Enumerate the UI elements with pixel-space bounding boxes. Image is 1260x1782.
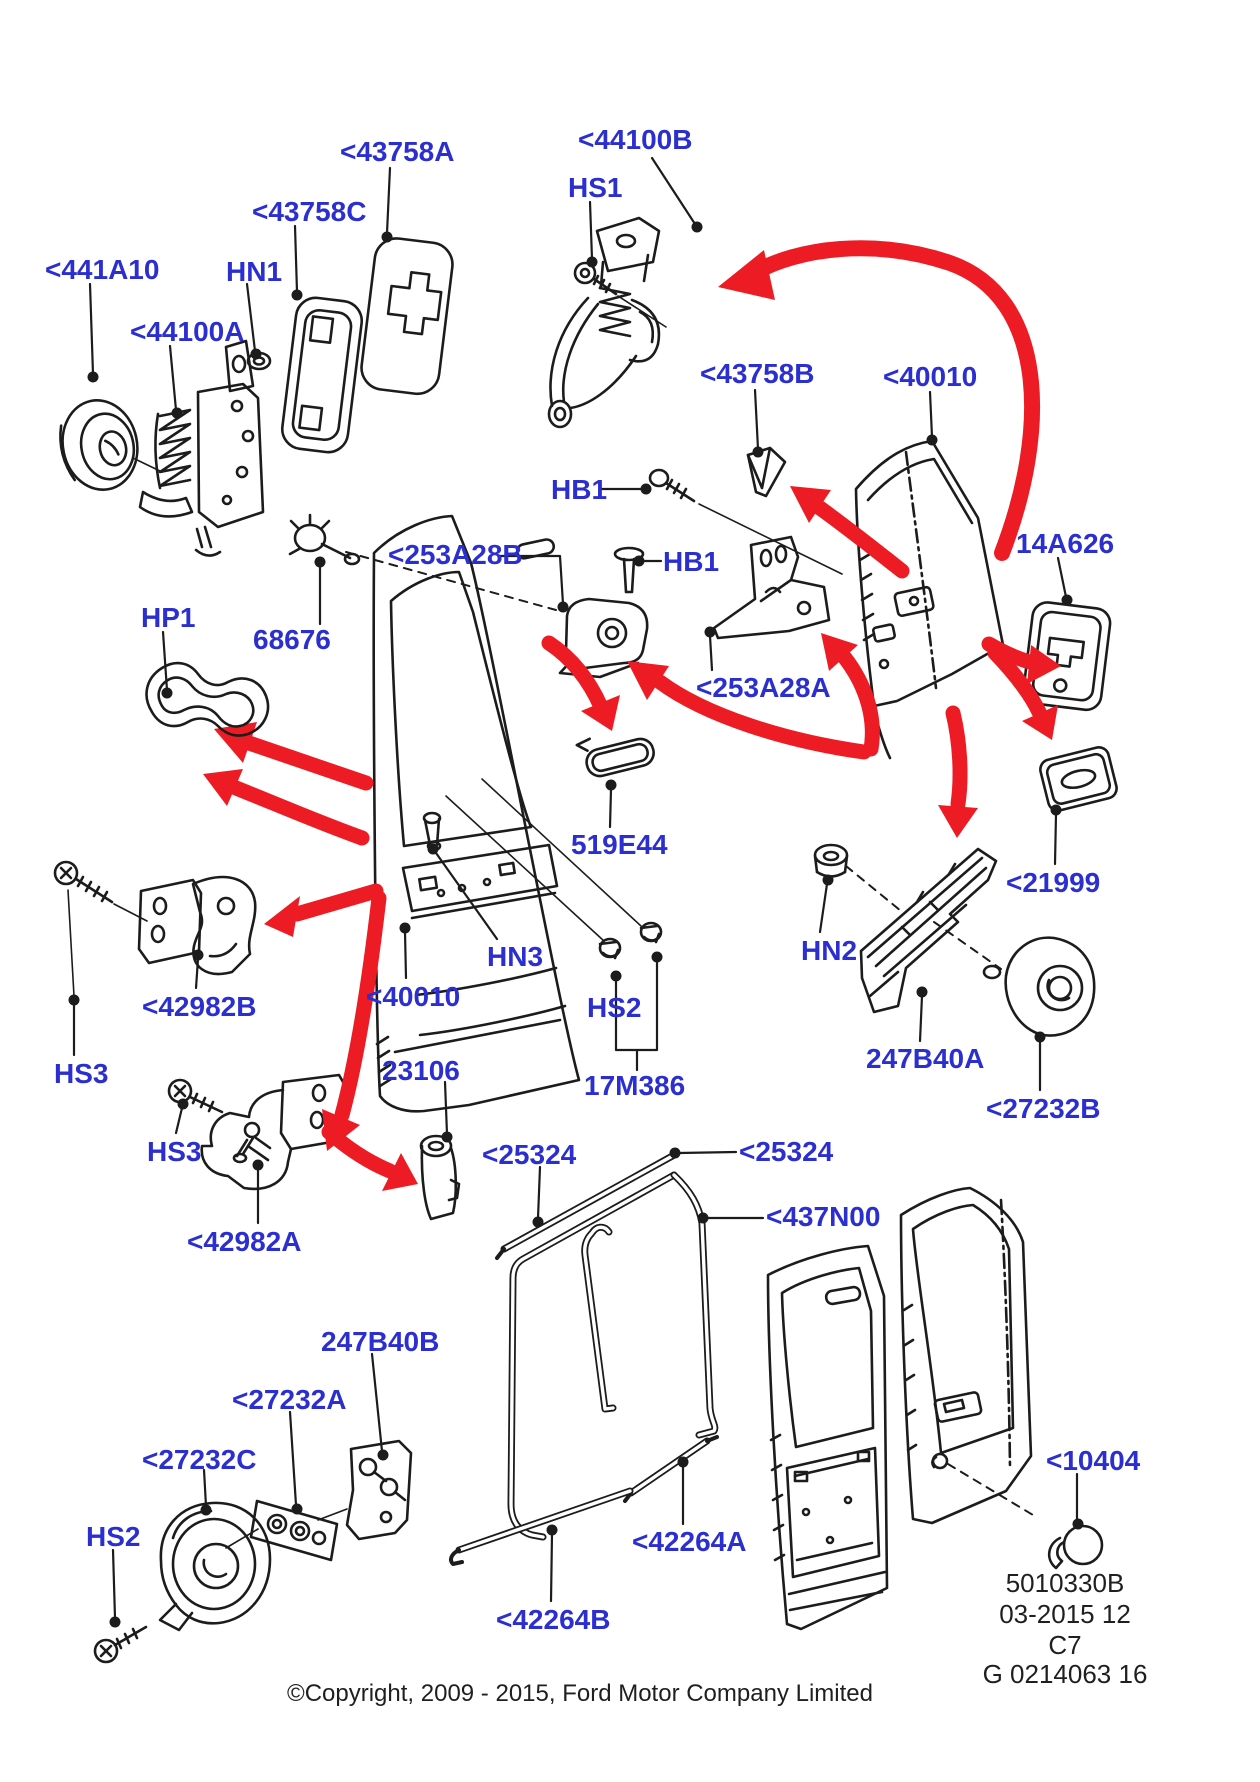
part-40010-right-door (854, 439, 1005, 760)
part-253a28a-bracket (712, 535, 831, 640)
part-hp1-seal (145, 661, 270, 737)
part-40010-centre-door (372, 514, 581, 1113)
date-code: 03-2015 12 (999, 1599, 1131, 1629)
part-label-44100b: <44100B (578, 124, 693, 155)
part-hb1-bolt (648, 468, 696, 503)
part-label-247b40b: 247B40B (321, 1326, 440, 1357)
part-label-42264a: <42264A (632, 1526, 747, 1557)
leader-lines (72, 156, 1079, 1620)
part-42264b-strip (449, 1487, 634, 1566)
part-21999-grommet (1039, 746, 1118, 812)
part-label-247b40a: 247B40A (866, 1043, 985, 1074)
part-hs3-screw-lower (167, 1078, 224, 1114)
part-label-27232c: <27232C (142, 1444, 257, 1475)
part-27232a-gasket (249, 1499, 339, 1562)
part-label-hp1: HP1 (141, 602, 196, 633)
part-label-253a28a: <253A28A (696, 672, 831, 703)
part-247b40b-bracket (345, 1439, 413, 1541)
part-label-42982b: <42982B (142, 991, 257, 1022)
part-hs2-screws-pair (598, 921, 663, 960)
part-label-43758c: <43758C (252, 196, 367, 227)
part-label-hn3: HN3 (487, 941, 544, 972)
part-42264a-strip (623, 1435, 719, 1503)
dashed-lines (345, 551, 1039, 1519)
connection-dots (68, 221, 1084, 1628)
part-label-hb1-1: HB1 (551, 474, 608, 505)
doc-number: 5010330B (1005, 1568, 1125, 1598)
part-label-14a626: 14A626 (1016, 528, 1115, 559)
part-label-42982a: <42982A (187, 1226, 302, 1257)
part-label-hs1: HS1 (568, 172, 623, 203)
part-label-hb1-2: HB1 (663, 546, 720, 577)
part-label-hs3-1: HS3 (54, 1058, 109, 1089)
part-43758b-wedge (746, 446, 787, 498)
part-left-rear-door (766, 1244, 889, 1631)
construction-lines (67, 295, 843, 1549)
part-hs2-screw-lower (93, 1625, 148, 1664)
part-label-21999: <21999 (1006, 867, 1101, 898)
part-right-rear-door (899, 1186, 1033, 1525)
part-label-42264b: <42264B (496, 1604, 611, 1635)
part-label-40010-right: <40010 (883, 361, 978, 392)
part-hs1-bolt (573, 261, 618, 296)
part-247b40a-bracket (859, 847, 998, 1014)
part-label-27232b: <27232B (986, 1093, 1101, 1124)
part-label-17m386: 17M386 (584, 1070, 686, 1101)
part-27232b-cap (982, 936, 1096, 1037)
part-label-hn1: HN1 (226, 256, 283, 287)
part-label-43758a: <43758A (340, 136, 455, 167)
part-label-hs3-2: HS3 (147, 1136, 202, 1167)
part-label-44100a: <44100A (130, 316, 245, 347)
part-label-43758b: <43758B (700, 358, 815, 389)
part-label-10404: <10404 (1046, 1445, 1141, 1476)
drawing-number: G 0214063 16 (982, 1659, 1148, 1689)
part-27232c-dome (158, 1501, 272, 1632)
part-label-hs2-2: HS2 (86, 1521, 141, 1552)
copyright-line: ©Copyright, 2009 - 2015, Ford Motor Comp… (287, 1680, 873, 1707)
part-label-68676: 68676 (253, 624, 331, 655)
part-label-441a10: <441A10 (45, 254, 160, 285)
part-25324-rail (495, 1150, 680, 1260)
part-hs3-screw-upper (53, 860, 114, 904)
part-68676-knob (288, 513, 361, 566)
part-519e44-handle (575, 737, 655, 778)
part-label-25324-right: <25324 (739, 1136, 834, 1167)
part-label-40010-centre: <40010 (366, 981, 461, 1012)
part-44100b-check-strap (547, 216, 661, 429)
sheet-code: C7 (1048, 1630, 1082, 1660)
part-44100a-latch (138, 339, 265, 557)
part-label-253a28b: <253A28B (388, 539, 523, 570)
part-label-hs2-1: HS2 (587, 992, 642, 1023)
part-label-437n00: <437N00 (766, 1201, 881, 1232)
part-43758c-gasket (280, 296, 364, 454)
part-hn2-nut (813, 843, 849, 878)
part-23106-lock-rod (419, 1134, 461, 1221)
part-441a10-lock-cylinder (59, 399, 139, 491)
part-label-23106: 23106 (382, 1055, 460, 1086)
part-label-27232a: <27232A (232, 1384, 347, 1415)
part-10404-grommet (1047, 1524, 1104, 1570)
part-label-25324-left: <25324 (482, 1139, 577, 1170)
part-label-hn2: HN2 (801, 935, 858, 966)
part-label-519e44: 519E44 (571, 829, 668, 860)
part-43758a-cover (360, 237, 454, 396)
part-hb1-pushpin (613, 546, 645, 594)
